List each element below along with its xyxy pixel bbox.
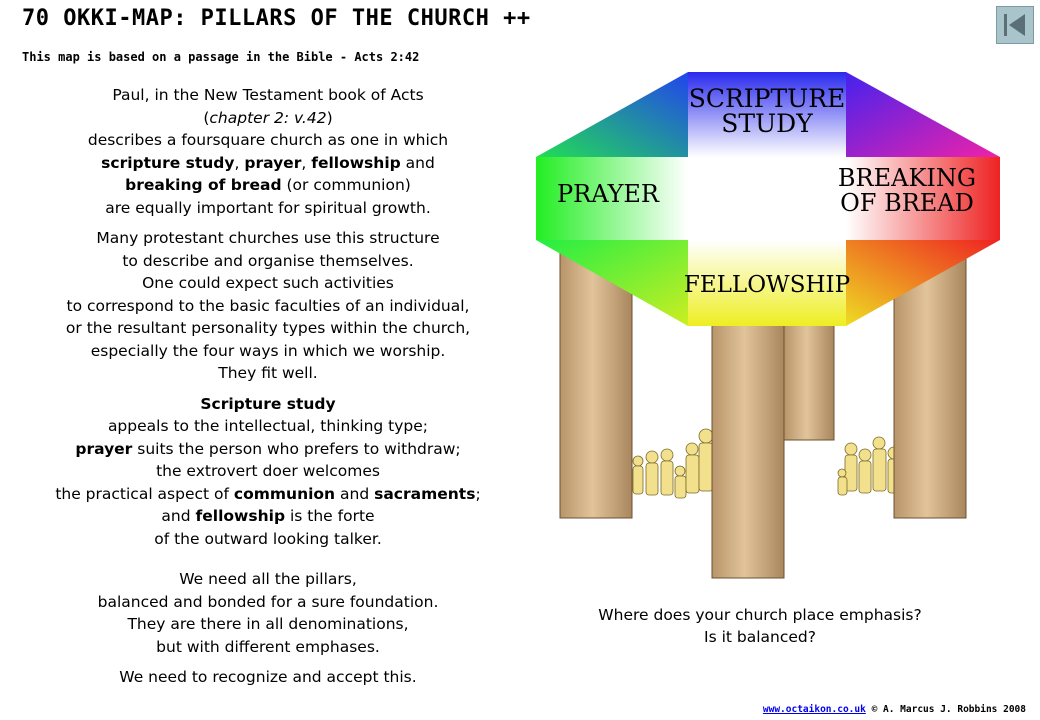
label-prayer: PRAYER bbox=[556, 180, 659, 208]
footer: www.octaikon.co.uk © A. Marcus J. Robbin… bbox=[763, 704, 1026, 715]
page-title: 70 OKKI-MAP: PILLARS OF THE CHURCH ++ bbox=[22, 6, 531, 31]
pillars-illustration bbox=[536, 72, 1000, 579]
closing-question: Where does your church place emphasis? I… bbox=[598, 606, 922, 646]
octagon-roof bbox=[536, 72, 1000, 326]
website-link[interactable]: www.octaikon.co.uk bbox=[762, 704, 866, 715]
copyright-text: © A. Marcus J. Robbins 2008 bbox=[865, 704, 1026, 715]
paragraph-intro: Paul, in the New Testament book of Acts … bbox=[87, 86, 449, 217]
paragraph-conclusion: We need to recognize and accept this. bbox=[119, 668, 417, 686]
congregation-figures bbox=[632, 428, 901, 499]
label-fellowship: FELLOWSHIP bbox=[683, 272, 851, 298]
paragraph-types: Scripture study appeals to the intellect… bbox=[55, 394, 481, 548]
paragraph-structure: Many protestant churches use this struct… bbox=[65, 229, 471, 382]
back-button[interactable] bbox=[996, 6, 1034, 44]
label-breaking-of-bread: BREAKING OF BREAD bbox=[837, 164, 977, 217]
pillar-front-center bbox=[711, 309, 785, 579]
body-text: Paul, in the New Testament book of Acts … bbox=[20, 84, 516, 697]
page-subtitle: This map is based on a passage in the Bi… bbox=[22, 50, 420, 64]
pillars-diagram: SCRIPTURE STUDY PRAYER BREAKING OF BREAD… bbox=[532, 70, 1006, 586]
paragraph-pillars: We need all the pillars, balanced and bo… bbox=[97, 570, 439, 656]
label-scripture-study: SCRIPTURE STUDY bbox=[688, 84, 846, 138]
skip-back-icon bbox=[1004, 14, 1025, 36]
